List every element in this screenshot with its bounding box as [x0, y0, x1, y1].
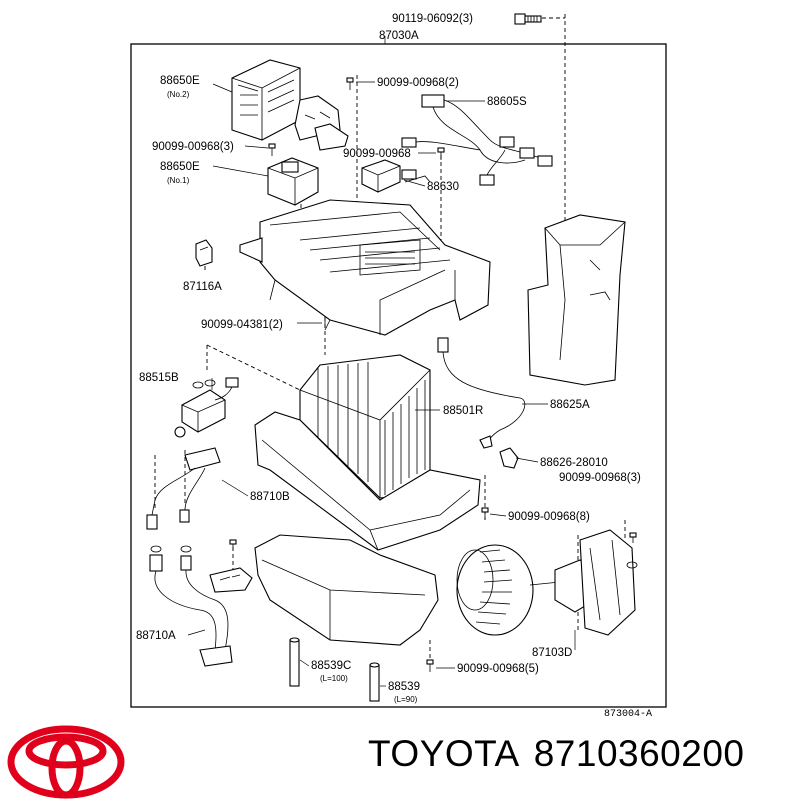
label-blower-motor: 87103D — [532, 647, 572, 659]
heater-case-upper-icon — [239, 199, 491, 336]
logo-inner-horizontal — [25, 733, 107, 769]
pipe-b-icon — [146, 447, 221, 530]
heater-case-lower-icon — [254, 411, 481, 551]
label-pipe-a: 88710A — [136, 630, 176, 642]
part-number: 8710360200 — [533, 733, 745, 774]
label-evaporator: 88501R — [443, 405, 483, 417]
blower-motor-icon — [456, 529, 638, 636]
brand-caption: TOYOTA 8710360200 — [368, 733, 745, 775]
label-screw-f: 90099-00968(8) — [508, 511, 590, 523]
label-drain-c: 88539C — [311, 660, 351, 672]
label-thermistor: 88625A — [550, 399, 590, 411]
label-amp-no1: 88650E — [160, 161, 200, 173]
pipe-bracket-icon — [209, 567, 253, 593]
label-unit-assy: 87030A — [379, 30, 419, 42]
label-amp-no2: 88650E — [160, 75, 200, 87]
label-clip: 87116A — [183, 281, 222, 293]
label-drain: 88539 — [388, 681, 420, 693]
label-bolt-top: 90119-06092(3) — [392, 13, 473, 25]
drain-hose-c-icon — [289, 637, 300, 687]
bracket-icon — [294, 95, 349, 151]
label-relay: 88630 — [427, 181, 459, 193]
clip-icon — [195, 239, 213, 267]
logo-inner-vertical — [48, 737, 84, 799]
amplifier-no2-icon — [231, 59, 301, 141]
callout-labels: 90119-06092(3) 87030A 88650E (No.2) 9009… — [136, 13, 652, 720]
leader-lines — [187, 36, 576, 687]
pipe-a-icon — [149, 554, 233, 667]
thermistor-icon — [437, 337, 526, 449]
label-drain-len: (L=90) — [394, 695, 418, 704]
label-screw-a: 90099-00968(2) — [377, 77, 459, 89]
brand-name: TOYOTA — [368, 733, 520, 774]
expansion-valve-icon — [174, 377, 239, 438]
label-pipe-b: 88710B — [250, 491, 290, 503]
bolt-icon — [514, 13, 542, 25]
label-screw-e: 90099-00968(3) — [559, 472, 641, 484]
wire-harness-icon — [401, 94, 553, 186]
air-duct-icon — [527, 214, 626, 386]
label-harness: 88605S — [487, 96, 527, 108]
amplifier-no1-icon — [267, 157, 319, 206]
o-ring-icons — [150, 545, 192, 553]
drain-pan-icon — [254, 534, 439, 646]
label-screw-c: 90099-00968 — [343, 148, 411, 160]
label-figure-code: 873004-A — [604, 709, 652, 720]
drain-hose-icon — [369, 662, 380, 702]
relay-icon — [361, 159, 431, 193]
label-screw-d: 90099-04381(2) — [201, 319, 283, 331]
label-amp-no1-sub: (No.1) — [167, 176, 190, 185]
toyota-logo-icon — [7, 725, 125, 799]
label-thermistor-clamp: 88626-28010 — [540, 457, 608, 469]
thermistor-clamp-icon — [499, 447, 519, 469]
label-screw-g: 90099-00968(5) — [457, 663, 539, 675]
label-drain-c-len: (L=100) — [320, 674, 348, 683]
label-screw-b: 90099-00968(3) — [152, 141, 234, 153]
label-exp-valve: 88515B — [139, 372, 179, 384]
label-amp-no2-sub: (No.2) — [167, 90, 190, 99]
diagram-frame — [130, 43, 667, 708]
